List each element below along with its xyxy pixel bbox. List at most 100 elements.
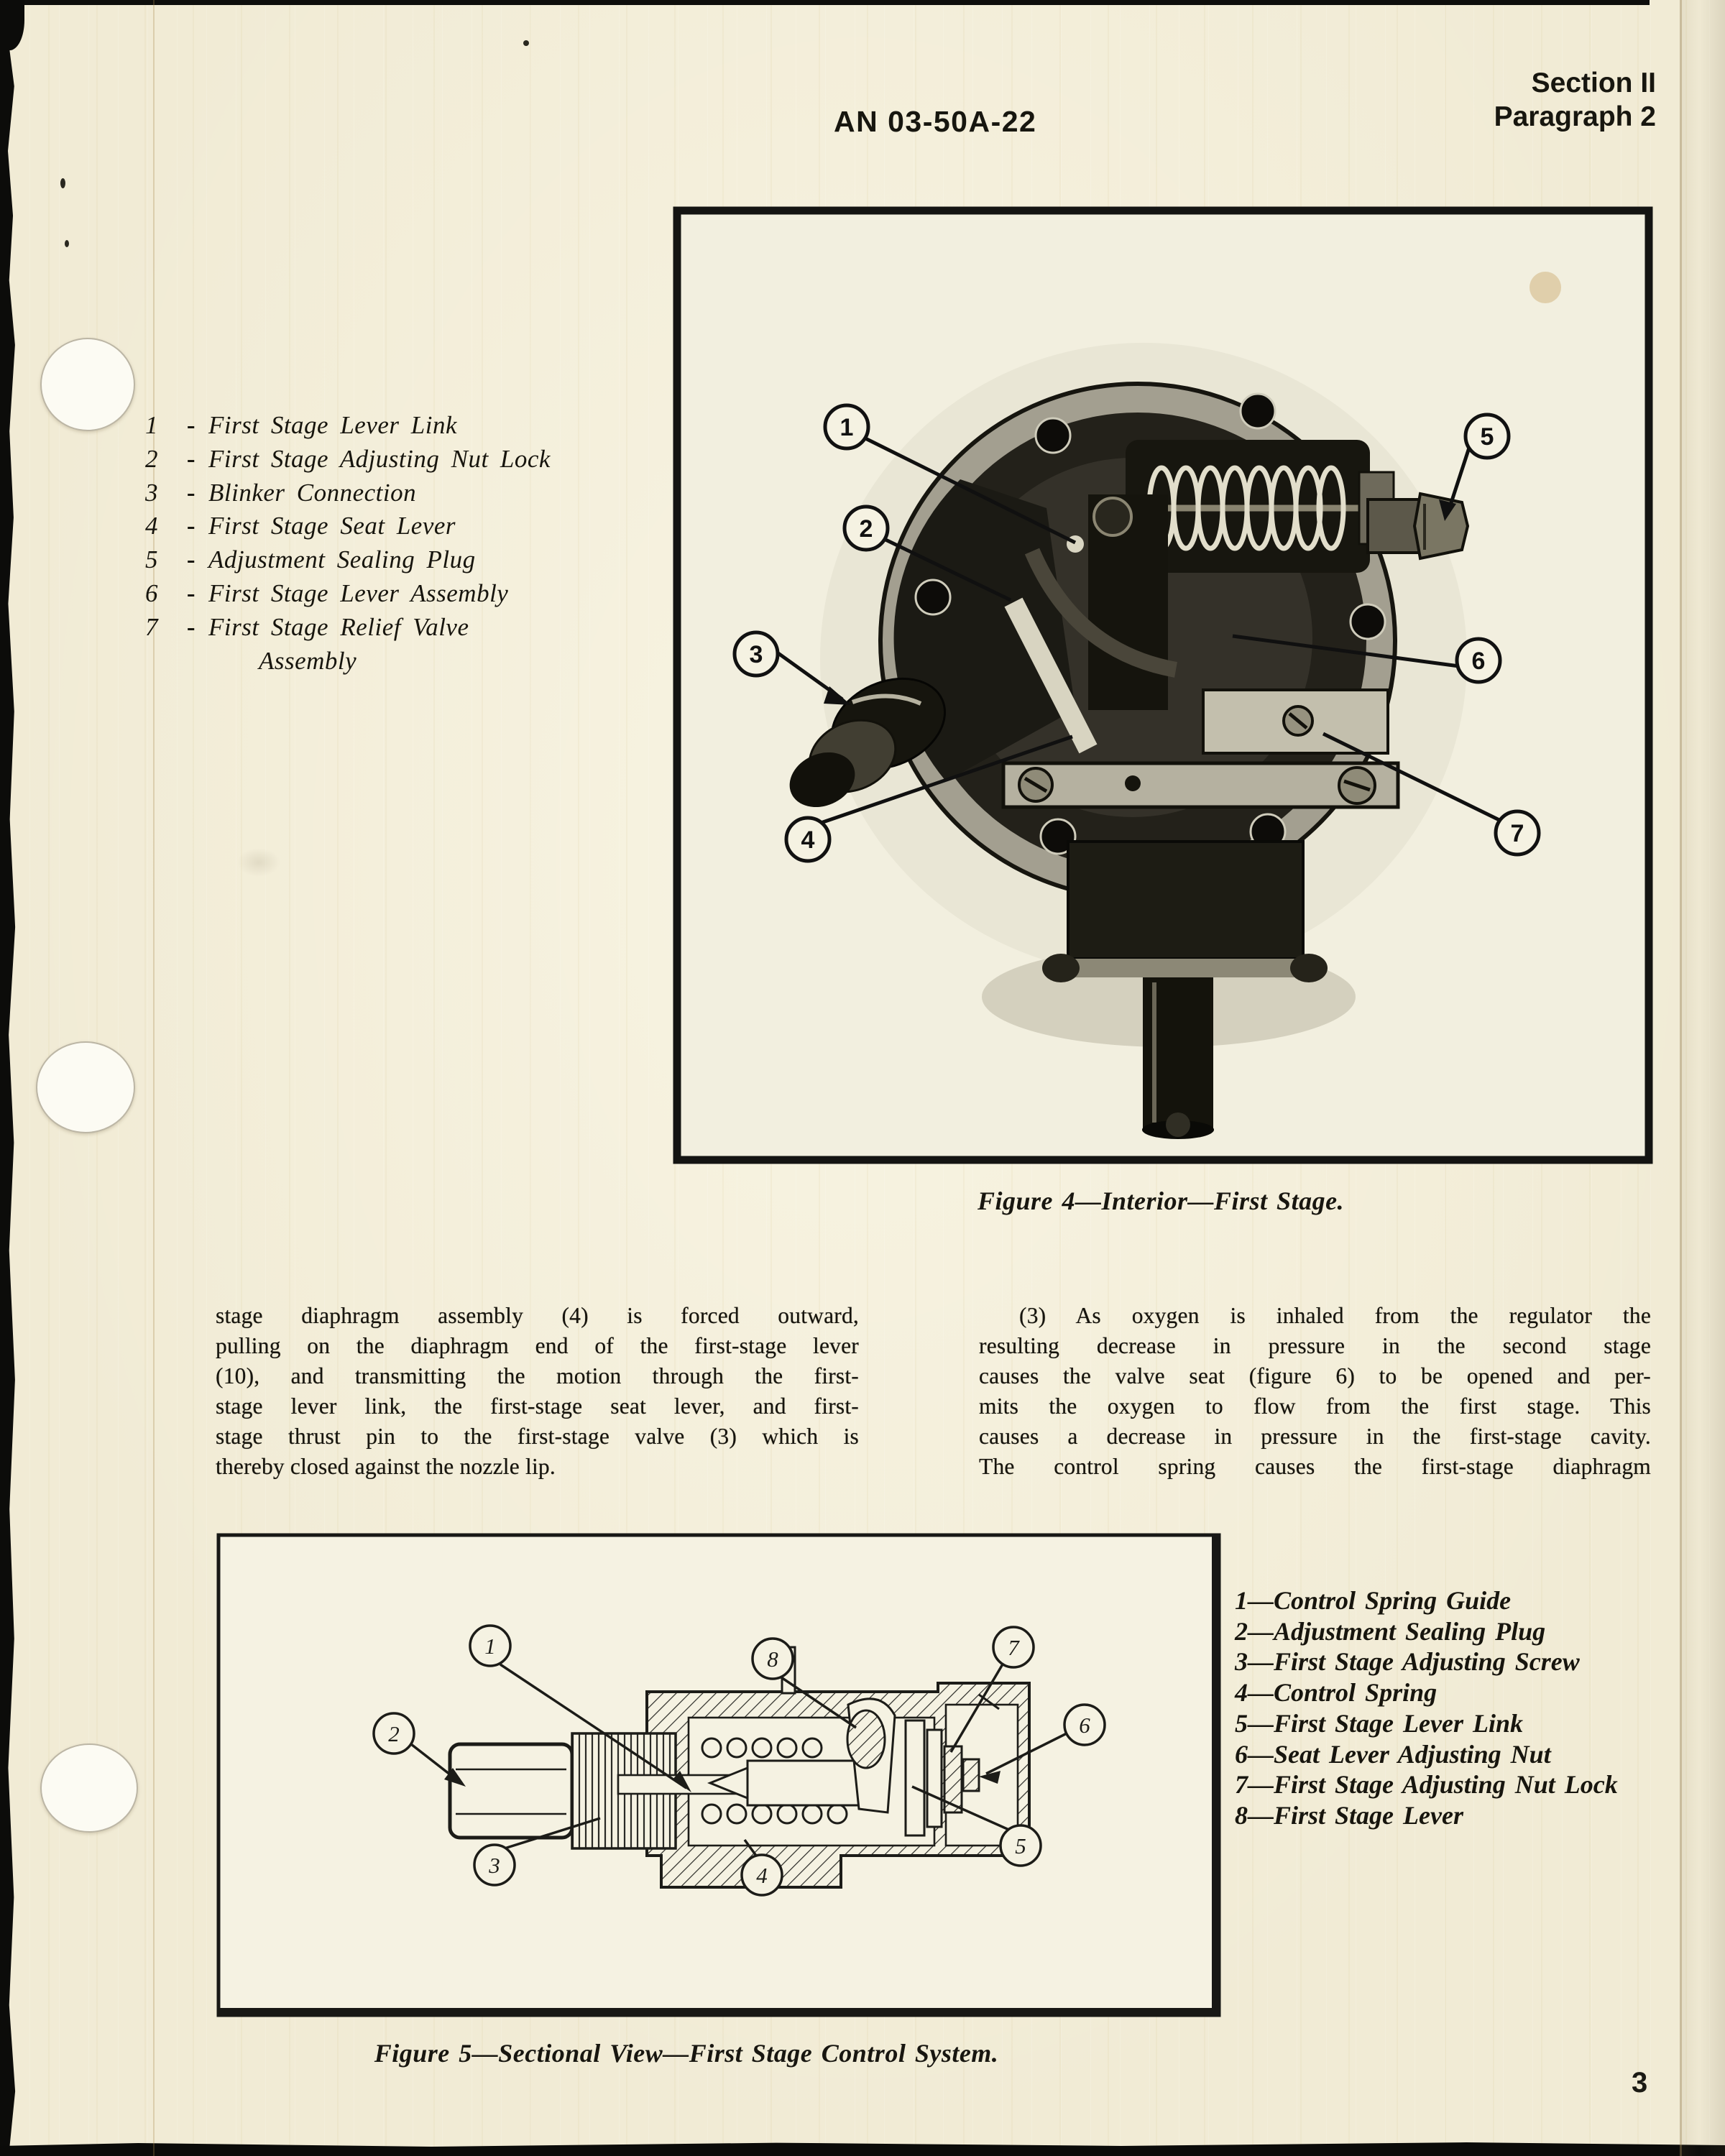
screw-slot (1288, 712, 1308, 729)
callout-circle (1463, 413, 1511, 460)
body-line: mits the oxygen to flow from the first s… (979, 1393, 1651, 1419)
fig5-callouts: 1 2 3 4 5 6 7 8 (372, 1624, 1106, 1897)
part-separator: - (186, 512, 196, 540)
part-number: 1 (145, 411, 158, 439)
callout-number: 2 (388, 1721, 400, 1746)
clamp-ear (1290, 954, 1328, 982)
legend-item: 6—Seat Lever Adjusting Nut (1235, 1739, 1695, 1770)
parts-list-item: 6 - First Stage Lever Assembly (145, 579, 677, 613)
seat-lever-plate (926, 1728, 943, 1828)
figure4-parts-list: 1 - First Stage Lever Link 2 - First Sta… (145, 411, 677, 680)
part-label: First Stage Lever Link (208, 411, 457, 439)
legend-item: 4—Control Spring (1235, 1677, 1695, 1708)
blinker-tip (789, 752, 855, 808)
body-line: stage diaphragm assembly (4) is forced o… (216, 1303, 859, 1328)
legend-label: First Stage Adjusting Screw (1274, 1647, 1580, 1677)
callout-number: 6 (1472, 648, 1486, 675)
leader-arrowhead (444, 1768, 466, 1787)
body-line: causes the valve seat (figure 6) to be o… (979, 1363, 1651, 1388)
control-spring-coils (701, 1737, 848, 1825)
seat-lever (1004, 597, 1098, 754)
seat-lever-plate (904, 1719, 926, 1837)
leader-arrowhead (979, 1771, 1000, 1784)
ink-speck (65, 240, 69, 247)
ink-speck (523, 40, 529, 46)
legend-number: 8 (1235, 1800, 1248, 1830)
legend-separator: — (1248, 1616, 1274, 1646)
callout-circle (992, 1626, 1035, 1669)
legend-separator: — (1248, 1708, 1274, 1738)
legend-separator: — (1248, 1647, 1274, 1677)
body-line: causes a decrease in pressure in the fir… (979, 1424, 1651, 1449)
stem-bore (1166, 1112, 1190, 1137)
paper-stain (237, 848, 280, 877)
part-separator: - (186, 411, 196, 439)
bolt-hole (914, 579, 952, 616)
section-label: Section II (1531, 68, 1656, 98)
doc-number: AN 03-50A-22 (834, 105, 1037, 138)
part-label: Blinker Connection (208, 478, 417, 507)
parts-list-item: 1 - First Stage Lever Link (145, 411, 677, 445)
legend-number: 5 (1235, 1708, 1248, 1738)
part-label-continuation: Assembly (259, 646, 357, 675)
legend-item: 5—First Stage Lever Link (1235, 1708, 1695, 1739)
bar-hole (1125, 775, 1141, 791)
part-label: First Stage Relief Valve (208, 612, 469, 641)
callout-number: 1 (484, 1634, 496, 1659)
legend-number: 2 (1235, 1616, 1248, 1646)
parts-list-item: 3 - Blinker Connection (145, 479, 677, 512)
legend-item: 2—Adjustment Sealing Plug (1235, 1616, 1695, 1647)
figure5-illustration: 1 2 3 4 5 6 7 8 (216, 1533, 1221, 2017)
legend-separator: — (1248, 1770, 1274, 1800)
leader-arrowhead (824, 686, 851, 705)
legend-number: 6 (1235, 1739, 1248, 1769)
parts-list-item: 4 - First Stage Seat Lever (145, 512, 677, 545)
screw-slot (1343, 779, 1371, 792)
part-separator: - (186, 545, 196, 574)
callout-circle (740, 1853, 783, 1897)
housing-band (1068, 959, 1303, 977)
fig4-callouts: 1 2 3 4 5 6 7 (732, 403, 1541, 863)
part-number: 2 (145, 444, 158, 473)
scan-edge-bottom (0, 2142, 1725, 2156)
screw-slot (1024, 776, 1048, 793)
body-column-left: stage diaphragm assembly (4) is forced o… (216, 1301, 859, 1482)
part-label: First Stage Lever Assembly (208, 579, 509, 607)
callout-circle (372, 1712, 415, 1755)
retainer-bar (1001, 761, 1400, 809)
parts-list-item: 7 - First Stage Relief Valve (145, 613, 677, 647)
body-column-right: (3) As oxygen is inhaled from the regula… (979, 1301, 1651, 1482)
figure5-frame-right (1212, 1535, 1219, 2015)
figure5-caption: Figure 5—Sectional View—First Stage Cont… (374, 2039, 999, 2068)
callout-number: 7 (1511, 820, 1524, 847)
bolt-hole (1349, 603, 1386, 640)
bolt-hole (1239, 392, 1276, 430)
punch-hole (36, 1041, 135, 1133)
figure5-frame-bottom (218, 2008, 1219, 2015)
legend-label: First Stage Adjusting Nut Lock (1274, 1770, 1618, 1800)
callout-number: 7 (1008, 1635, 1020, 1660)
leader-arrowhead (673, 1771, 691, 1792)
punch-hole (40, 338, 135, 431)
callout-circle (784, 816, 832, 863)
part-number: 3 (145, 478, 158, 507)
paragraph-label: Paragraph 2 (1494, 101, 1656, 132)
torn-page-edge-left (0, 0, 16, 2156)
callout-number: 3 (750, 641, 763, 668)
legend-label: First Stage Lever (1274, 1800, 1463, 1830)
lever-boss-section (846, 1709, 886, 1769)
legend-separator: — (1248, 1800, 1274, 1830)
part-separator: - (186, 579, 196, 607)
bolt-hole (1034, 417, 1072, 454)
figure4-caption: Figure 4—Interior—First Stage. (977, 1187, 1345, 1215)
callout-circle (469, 1624, 512, 1667)
lever-pivot (1092, 497, 1133, 537)
parts-list-item: 2 - First Stage Adjusting Nut Lock (145, 445, 677, 479)
part-label: First Stage Adjusting Nut Lock (208, 444, 551, 473)
legend-label: Adjustment Sealing Plug (1274, 1616, 1546, 1646)
legend-separator: — (1248, 1739, 1274, 1769)
legend-label: Seat Lever Adjusting Nut (1274, 1739, 1551, 1769)
figure5-drawing: 1 2 3 4 5 6 7 8 (216, 1532, 1222, 2018)
clamp-ear (1042, 954, 1080, 982)
